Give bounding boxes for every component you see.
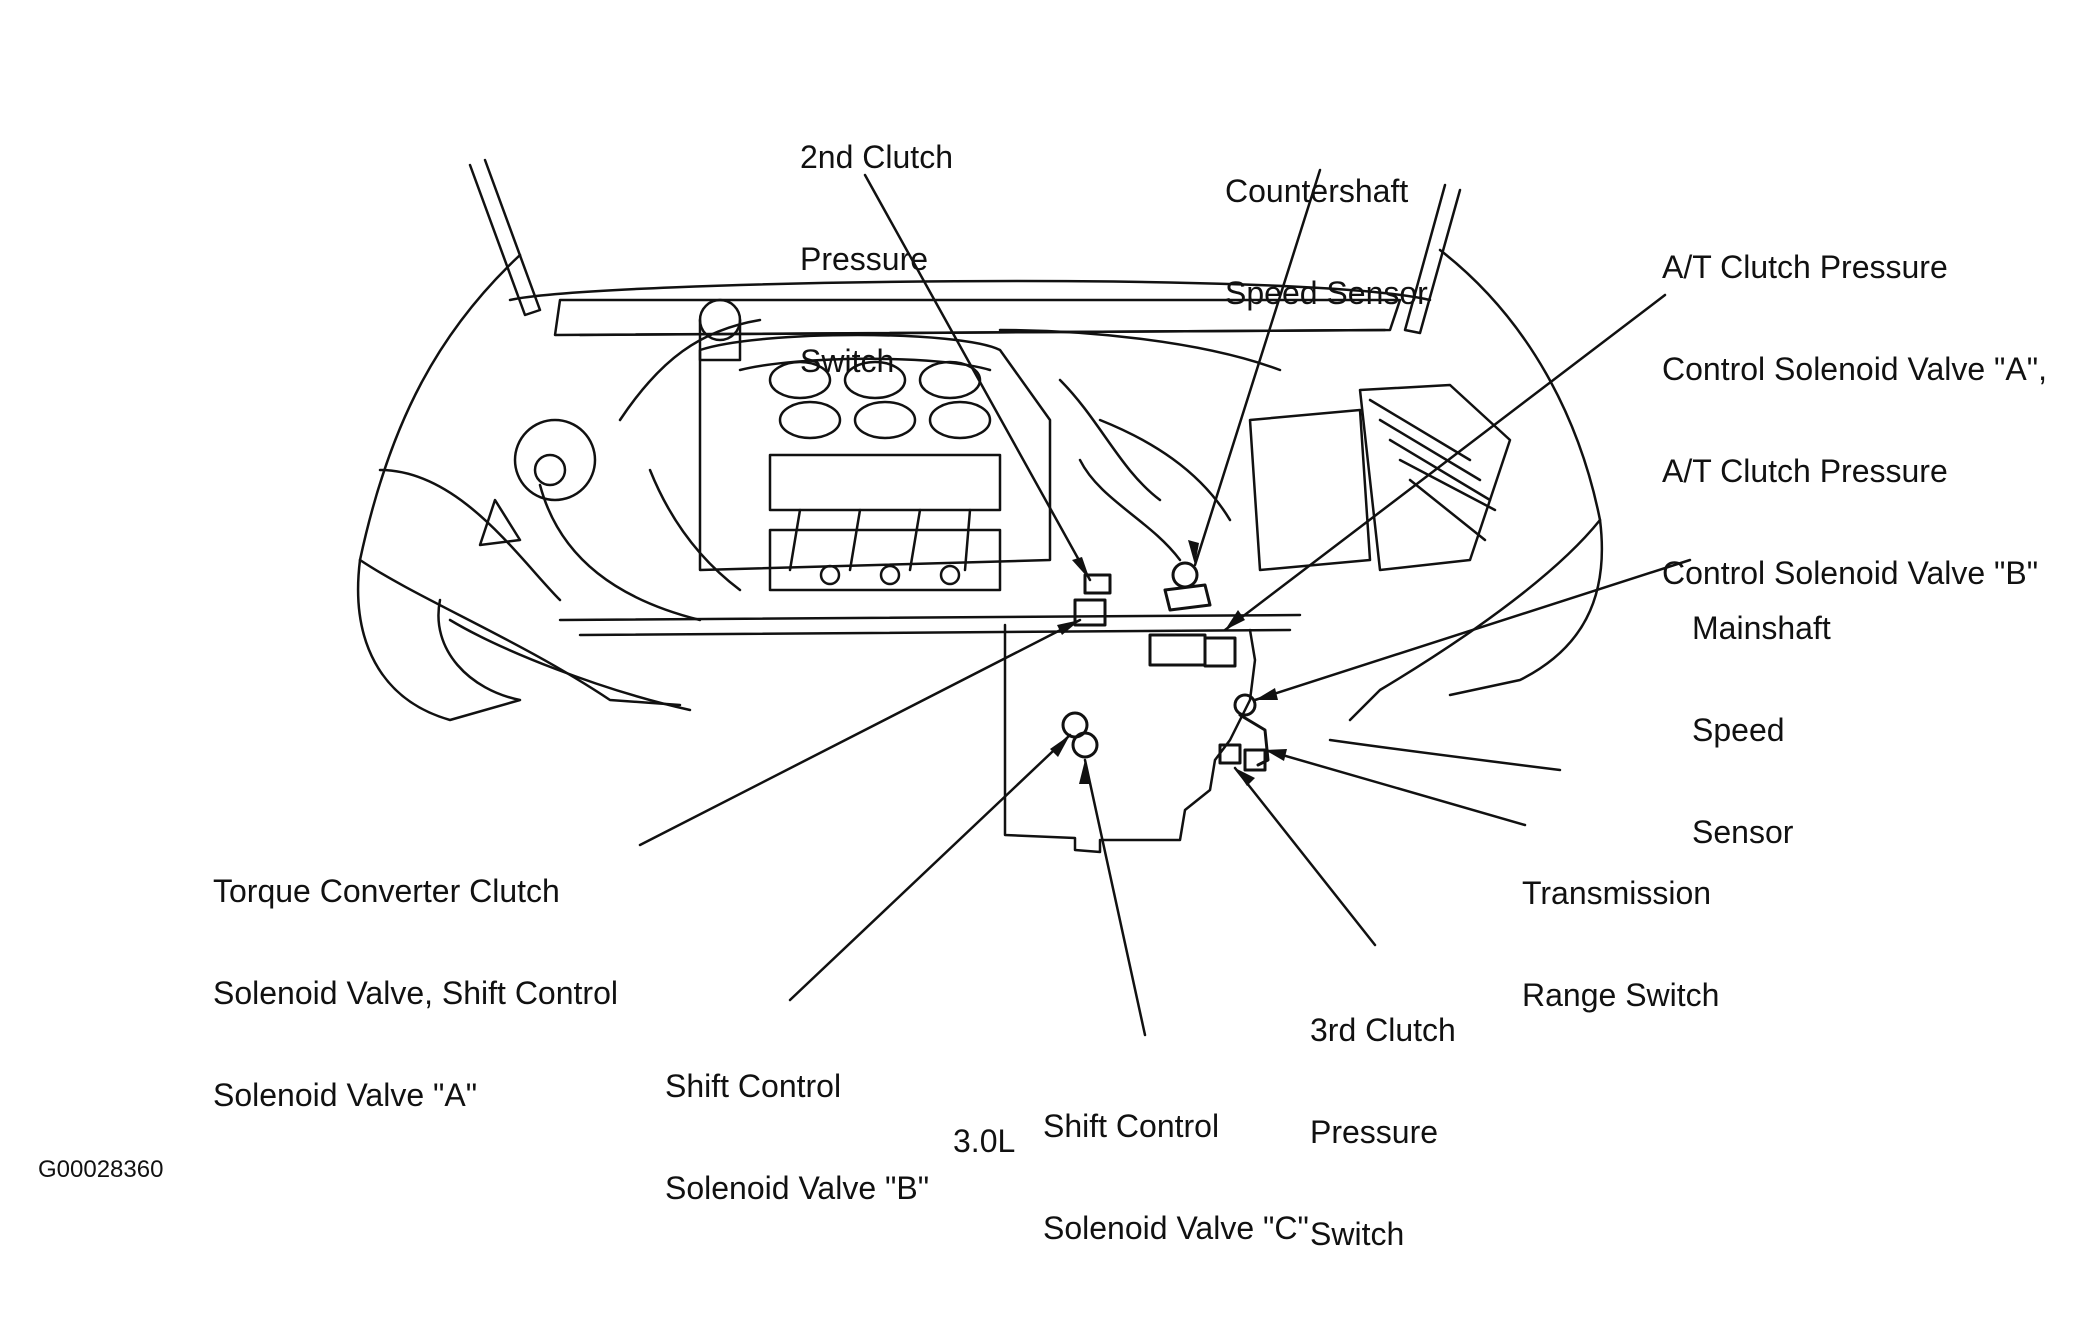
callout-line: A/T Clutch Pressure [1662, 249, 1948, 285]
callout-line: 2nd Clutch [800, 139, 953, 175]
callout-line: Switch [800, 343, 895, 379]
engine-size-label: 3.0L [953, 1123, 1016, 1159]
transmission-outline [1003, 623, 1257, 854]
callout-line: Countershaft [1225, 173, 1409, 209]
callout-line: Mainshaft [1692, 610, 1831, 646]
callout-line: Pressure [1310, 1114, 1439, 1150]
hood-outline [468, 158, 1462, 335]
component-symbols [1061, 561, 1270, 772]
callout-line: Range Switch [1522, 977, 1720, 1013]
callout-3rd-clutch-pressure-switch: 3rd Clutch Pressure Switch [1310, 945, 1456, 1319]
leader-arrowheads [1050, 540, 1287, 786]
leader-lines [638, 168, 1692, 1037]
callout-transmission-range-switch: Transmission Range Switch [1522, 808, 1719, 1080]
callout-line: Solenoid Valve "C" [1043, 1210, 1309, 1246]
engine-block [698, 333, 1052, 592]
body-outline [356, 248, 1604, 772]
callout-line: Pressure [800, 241, 929, 277]
callout-shift-control-solenoid-valve-c: Shift Control Solenoid Valve "C" [1043, 1041, 1309, 1313]
callout-line: Speed [1692, 712, 1785, 748]
callout-line: Control Solenoid Valve "B" [1662, 555, 2039, 591]
callout-line: Shift Control [1043, 1108, 1220, 1144]
air-cleaner [1248, 383, 1512, 572]
callout-line: Torque Converter Clutch [213, 873, 560, 909]
callout-countershaft-speed-sensor: Countershaft Speed Sensor [1225, 106, 1428, 378]
callout-mainshaft-speed-sensor: Mainshaft Speed Sensor [1692, 543, 1831, 917]
callout-line: Switch [1310, 1216, 1405, 1252]
callout-line: Transmission [1522, 875, 1712, 911]
callout-2nd-clutch-pressure-switch: 2nd Clutch Pressure Switch [800, 72, 953, 446]
callout-line: Shift Control [665, 1068, 842, 1104]
callout-line: Solenoid Valve "B" [665, 1170, 930, 1206]
hoses [618, 318, 1282, 592]
callout-line: Solenoid Valve "A" [213, 1077, 478, 1113]
callout-at-clutch-pressure-control-solenoid-valves: A/T Clutch Pressure Control Solenoid Val… [1662, 182, 2047, 658]
diagram-canvas: 2nd Clutch Pressure Switch Countershaft … [38, 72, 2047, 1251]
callout-line: Sensor [1692, 814, 1794, 850]
engine-compartment-drawing [356, 158, 1692, 1037]
callout-line: Control Solenoid Valve "A", [1662, 351, 2047, 387]
callout-torque-converter-clutch-solenoid-valve: Torque Converter Clutch Solenoid Valve, … [213, 806, 618, 1180]
callout-shift-control-solenoid-valve-b: Shift Control Solenoid Valve "B" [665, 1001, 929, 1273]
callout-line: 3rd Clutch [1310, 1012, 1456, 1048]
callout-line: Speed Sensor [1225, 275, 1428, 311]
callout-line: A/T Clutch Pressure [1662, 453, 1948, 489]
figure-id: G00028360 [38, 1156, 164, 1183]
callout-line: Solenoid Valve, Shift Control [213, 975, 618, 1011]
